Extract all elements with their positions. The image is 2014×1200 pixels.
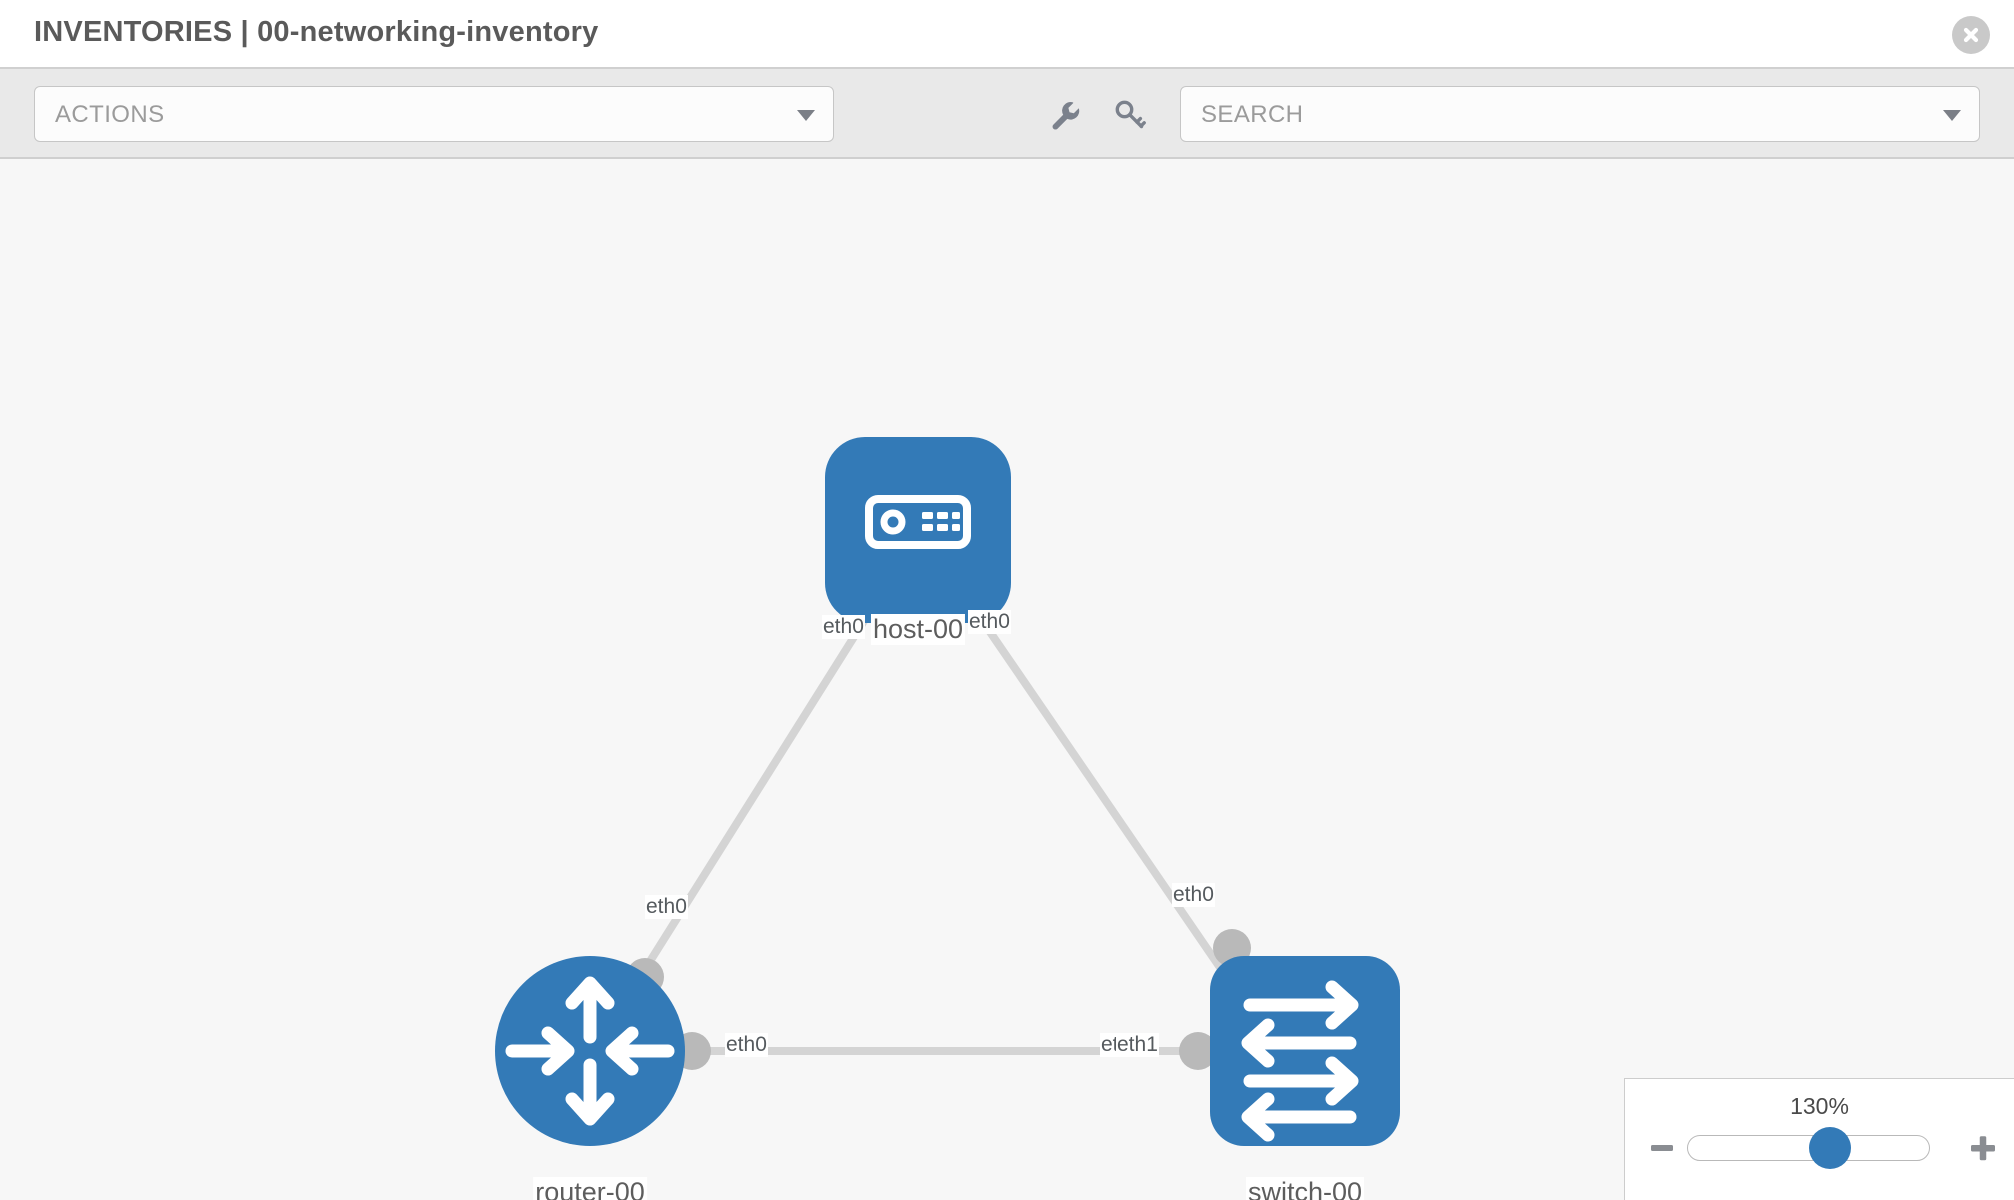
interface-label: eth0 <box>822 615 865 639</box>
actions-dropdown[interactable]: ACTIONS <box>34 86 834 142</box>
node-label-host-00: host-00 <box>870 614 966 645</box>
zoom-control-panel: 130% <box>1624 1078 2014 1200</box>
wrench-icon[interactable] <box>1042 91 1088 137</box>
interface-label: eth0 <box>645 895 688 919</box>
node-switch-00 <box>1210 956 1400 1146</box>
chevron-down-icon <box>1943 110 1961 121</box>
interface-label: eth0 <box>1172 883 1215 907</box>
switch-arrows-icon <box>1241 980 1359 1142</box>
topology-toolbar: ACTIONS SEARCH <box>0 69 2014 159</box>
actions-dropdown-label: ACTIONS <box>55 101 165 128</box>
router-arrows-icon <box>505 976 675 1126</box>
interface-label: eth0 <box>725 1033 768 1057</box>
server-icon <box>865 495 971 549</box>
key-icon[interactable] <box>1106 91 1152 137</box>
node-label-router-00: router-00 <box>533 1177 647 1200</box>
node-host-00 <box>825 437 1011 623</box>
zoom-in-button[interactable] <box>1966 1131 2000 1165</box>
search-placeholder-label: SEARCH <box>1201 101 1304 128</box>
zoom-level-label: 130% <box>1790 1093 1849 1119</box>
close-icon[interactable] <box>1952 16 1990 54</box>
search-input[interactable]: SEARCH <box>1180 86 1980 142</box>
zoom-slider-thumb[interactable] <box>1809 1127 1851 1169</box>
topology-graph <box>495 437 1400 1146</box>
interface-label: eth1 <box>1116 1033 1159 1057</box>
node-router-00 <box>495 956 685 1146</box>
endpoint-switch-left <box>1179 1032 1217 1070</box>
page-header: INVENTORIES | 00-networking-inventory <box>0 0 2014 69</box>
zoom-slider-track[interactable] <box>1687 1135 1930 1161</box>
topology-canvas[interactable]: host-00 router-00 switch-00 eth0 eth0 et… <box>0 159 2014 1200</box>
chevron-down-icon <box>797 110 815 121</box>
page-title: INVENTORIES | 00-networking-inventory <box>34 16 599 48</box>
node-label-switch-00: switch-00 <box>1245 1177 1365 1200</box>
zoom-out-button[interactable] <box>1645 1131 1679 1165</box>
interface-label: eth0 <box>968 610 1011 634</box>
